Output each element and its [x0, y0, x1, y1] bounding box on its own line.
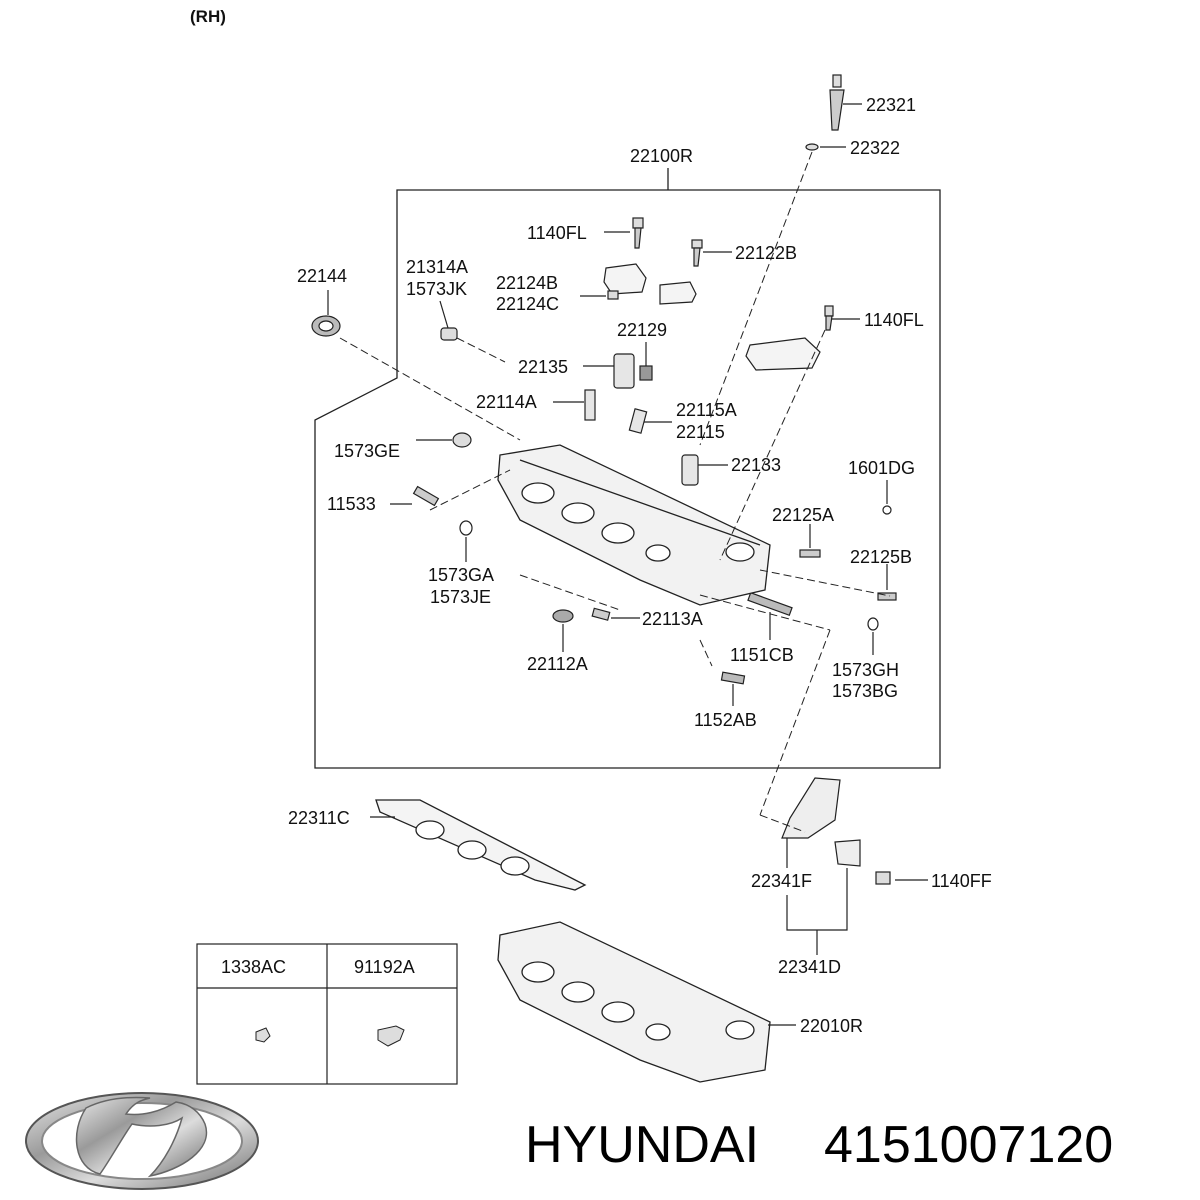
head-gasket [375, 799, 587, 891]
part-label-1573gh: 1573GH [832, 660, 899, 680]
part-label-22112a: 22112A [527, 654, 588, 674]
part-label-1152ab: 1152AB [694, 710, 757, 730]
leader-lines [327, 103, 928, 1026]
part-label-1140fl: 1140FL [864, 310, 924, 330]
part-label-1140ff: 1140FF [931, 871, 992, 891]
part-label-22010r: 22010R [800, 1016, 863, 1036]
part-label-22114a: 22114A [476, 392, 537, 412]
part-label-1140fl: 1140FL [527, 223, 587, 243]
part-label-1573ge: 1573GE [334, 441, 400, 461]
part-label-1151cb: 1151CB [730, 645, 794, 665]
part-label-22124c: 22124C [496, 294, 559, 314]
legend-col2-label: 91192A [354, 957, 415, 977]
cylinder-head-upper [497, 444, 771, 606]
side-label: (RH) [190, 7, 226, 26]
part-label-1601dg: 1601DG [848, 458, 915, 478]
part-label-22144: 22144 [297, 266, 347, 286]
part-label-22124b: 22124B [496, 273, 558, 293]
part-label-1573jk: 1573JK [406, 279, 467, 299]
legend-col1-label: 1338AC [221, 957, 286, 977]
part-label-22129: 22129 [617, 320, 667, 340]
part-graphics [311, 74, 897, 885]
part-label-22311c: 22311C [288, 808, 350, 828]
part-label-22122b: 22122B [735, 243, 797, 263]
legend-table: 1338AC 91192A [196, 943, 458, 1085]
cylinder-head-lower [497, 921, 771, 1083]
part-number: 4151007120 [824, 1116, 1113, 1174]
part-label-22135: 22135 [518, 357, 568, 377]
brand-name: HYUNDAI [525, 1116, 759, 1174]
part-label-22113a: 22113A [642, 609, 703, 629]
part-label-22133: 22133 [731, 455, 781, 475]
part-label-22115a: 22115A [676, 400, 737, 420]
hyundai-logo-icon [25, 1092, 259, 1190]
part-label-22125b: 22125B [850, 547, 912, 567]
part-label-22322: 22322 [850, 138, 900, 158]
part-label-22125a: 22125A [772, 505, 834, 525]
part-label-22115: 22115 [676, 422, 725, 442]
part-label-1573bg: 1573BG [832, 681, 898, 701]
part-label-1573je: 1573JE [430, 587, 491, 607]
part-label-11533: 11533 [327, 494, 376, 514]
part-label-22341f: 22341F [751, 871, 812, 891]
assembly-outline [314, 189, 941, 769]
part-label-22341d: 22341D [778, 957, 841, 977]
guide-lines [339, 151, 891, 833]
part-label-21314a: 21314A [406, 257, 468, 277]
part-label-1573ga: 1573GA [428, 565, 494, 585]
part-label-22321: 22321 [866, 95, 916, 115]
assembly-label: 22100R [630, 146, 693, 166]
